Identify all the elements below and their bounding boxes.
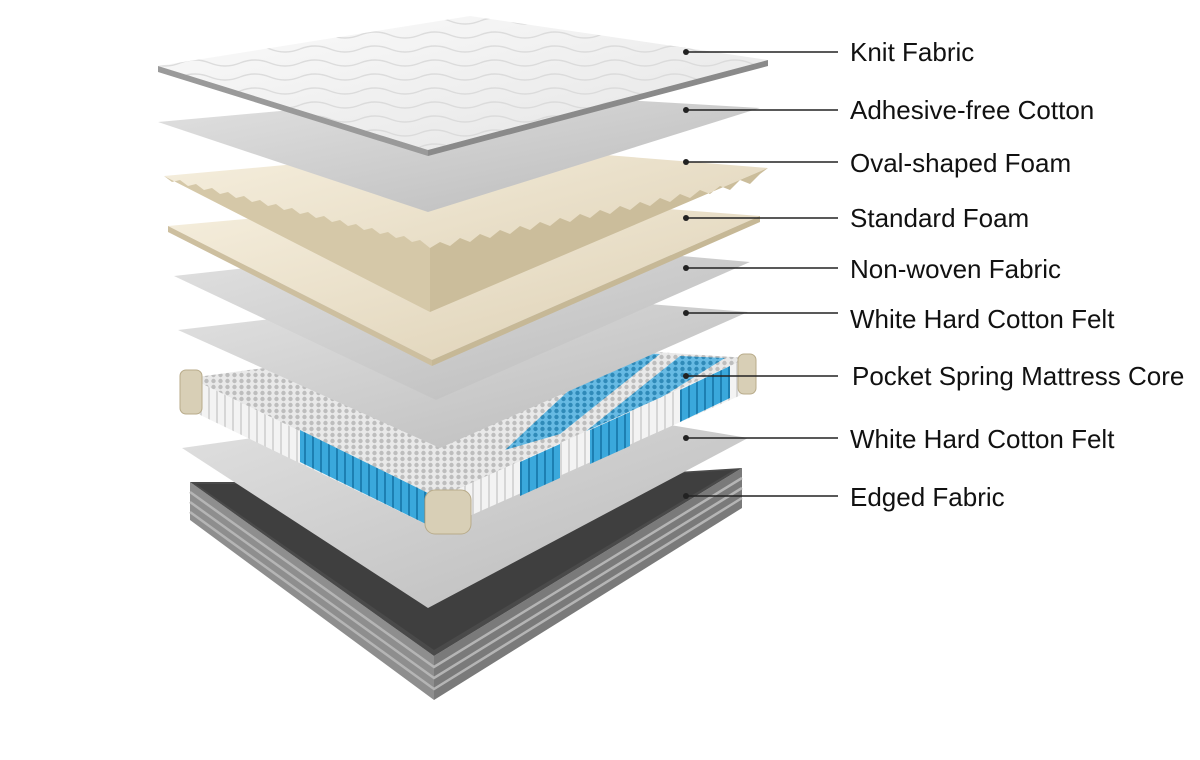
adhesive-free-cotton-layer [158,92,760,212]
label-edged-fabric: Edged Fabric [850,482,1005,512]
label-oval-shaped-foam: Oval-shaped Foam [850,148,1072,178]
leader-lines [686,51,838,497]
label-pocket-spring-mattress-core: Pocket Spring Mattress Core [852,361,1185,391]
label-white-hard-cotton-felt-lower: White Hard Cotton Felt [850,424,1115,454]
oval-shaped-foam-layer [164,146,768,312]
label-standard-foam: Standard Foam [850,203,1030,233]
label-non-woven-fabric: Non-woven Fabric [850,254,1061,284]
label-adhesive-free-cotton: Adhesive-free Cotton [850,95,1095,125]
label-knit-fabric: Knit Fabric [850,37,975,67]
knit-fabric-layer [158,16,768,156]
label-white-hard-cotton-felt-upper: White Hard Cotton Felt [850,304,1115,334]
leader-dots [683,49,689,499]
